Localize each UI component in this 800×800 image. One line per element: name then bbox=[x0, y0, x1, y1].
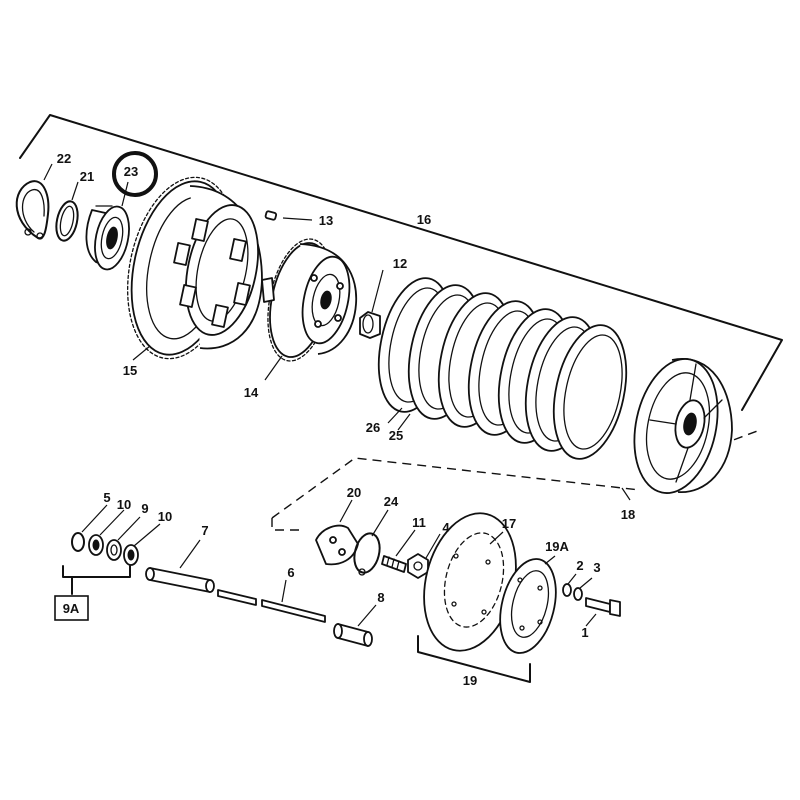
label-9a-box: 9A bbox=[54, 595, 89, 621]
part-13-pin bbox=[264, 210, 278, 221]
label-9a: 9A bbox=[63, 601, 80, 616]
label-10-second: 10 bbox=[158, 509, 172, 524]
part-18-pressure-plate bbox=[633, 358, 733, 494]
label-8: 8 bbox=[377, 590, 384, 605]
part-12-bush bbox=[359, 311, 381, 339]
part-21-circlip bbox=[55, 200, 79, 242]
label-3: 3 bbox=[593, 560, 600, 575]
label-19a: 19A bbox=[545, 539, 569, 554]
label-18: 18 bbox=[621, 507, 635, 522]
label-1: 1 bbox=[581, 625, 588, 640]
label-4: 4 bbox=[442, 520, 450, 535]
bracket-16 bbox=[19, 114, 783, 411]
part-4-nut bbox=[407, 553, 429, 579]
part-11-adjust-screw bbox=[381, 555, 407, 573]
label-16: 16 bbox=[417, 212, 431, 227]
label-23: 23 bbox=[124, 164, 138, 179]
label-15: 15 bbox=[123, 363, 137, 378]
short-rod bbox=[217, 589, 257, 606]
label-20: 20 bbox=[347, 485, 361, 500]
part-7-tube bbox=[145, 567, 215, 593]
part-19a-lock-plate bbox=[499, 558, 557, 654]
label-24: 24 bbox=[384, 494, 399, 509]
part-22-circlip bbox=[15, 180, 50, 240]
bracket-19 bbox=[417, 635, 531, 683]
part-1-bolt bbox=[585, 597, 621, 617]
label-19: 19 bbox=[463, 673, 477, 688]
part-24-ring bbox=[353, 532, 381, 576]
label-14: 14 bbox=[244, 385, 259, 400]
label-17: 17 bbox=[502, 516, 516, 531]
label-7: 7 bbox=[201, 523, 208, 538]
label-21: 21 bbox=[80, 169, 94, 184]
label-25: 25 bbox=[389, 428, 403, 443]
part-5-9-10-washers bbox=[71, 532, 139, 566]
label-11: 11 bbox=[412, 515, 426, 530]
part-2-3-washers bbox=[562, 583, 583, 601]
label-22: 22 bbox=[57, 151, 71, 166]
part-14-inner-hub bbox=[261, 238, 358, 362]
label-10-first: 10 bbox=[117, 497, 131, 512]
highlight-circle bbox=[112, 151, 158, 197]
part-8-mushroom bbox=[333, 623, 373, 647]
label-26: 26 bbox=[366, 420, 380, 435]
part-23-bearing bbox=[85, 205, 130, 271]
part-25-26-plate-stack bbox=[377, 277, 628, 460]
part-20-lifter bbox=[315, 524, 359, 566]
part-15-chainwheel bbox=[127, 176, 263, 360]
drum-slots bbox=[173, 218, 251, 328]
label-5: 5 bbox=[103, 490, 110, 505]
bracket-9a bbox=[62, 565, 131, 595]
label-6: 6 bbox=[287, 565, 294, 580]
part-labels: 22 21 23 13 16 12 15 14 26 25 18 20 24 1… bbox=[57, 151, 635, 688]
label-13: 13 bbox=[319, 213, 333, 228]
label-2: 2 bbox=[576, 558, 583, 573]
leader-lines bbox=[43, 163, 631, 627]
label-9: 9 bbox=[141, 501, 148, 516]
label-12: 12 bbox=[393, 256, 407, 271]
part-6-push-rod bbox=[261, 599, 326, 623]
